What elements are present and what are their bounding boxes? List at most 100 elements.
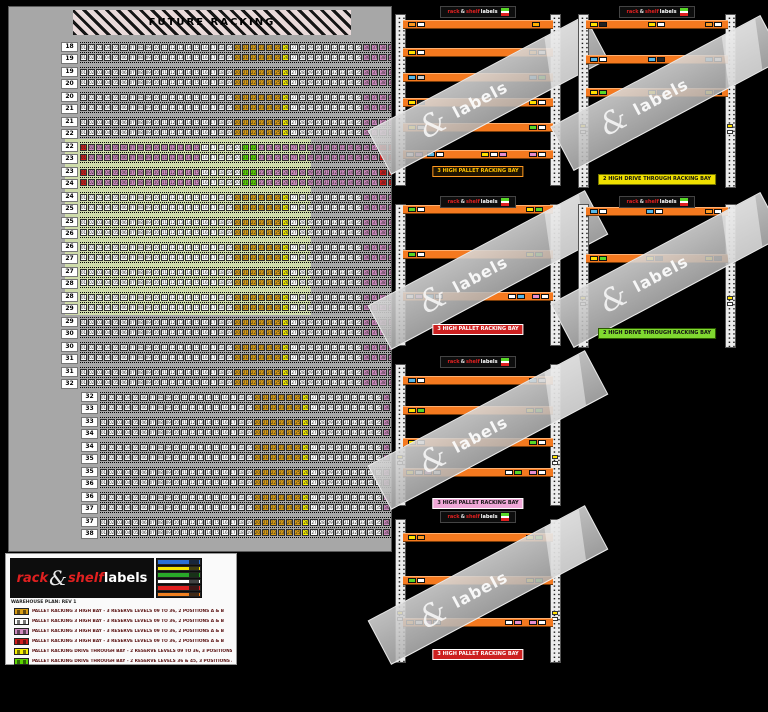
pallet-cell: 20 (233, 154, 241, 161)
pallet-cell: 14 (185, 229, 193, 236)
pallet-cell: 31 (322, 69, 330, 76)
pallet-cell: 02 (88, 69, 96, 76)
pallet-cell: 36 (363, 319, 371, 326)
pallet-cell: 27 (310, 479, 318, 486)
row-number-label: 30 (61, 328, 78, 339)
pallet-cell: 23 (278, 444, 286, 451)
beam-label-chip (505, 620, 513, 625)
pallet-cell: 13 (197, 494, 205, 501)
rack-upright-right (725, 14, 736, 188)
pallet-cell: 04 (104, 104, 112, 111)
pallet-cell: 07 (148, 529, 156, 536)
pallet-cell: 25 (294, 529, 302, 536)
pallet-cell: 34 (347, 379, 355, 386)
pallet-cell: 25 (294, 469, 302, 476)
watermark-word: labels (629, 74, 692, 119)
pallet-cell: 17 (229, 444, 237, 451)
pallet-cell: 24 (266, 344, 274, 351)
pallet-cell: 04 (104, 79, 112, 86)
pallet-cell: 25 (274, 329, 282, 336)
mini-flag-stripe (500, 518, 509, 522)
pallet-cell: 19 (225, 304, 233, 311)
beam-label-chips (648, 22, 666, 27)
pallet-cell: 30 (334, 429, 342, 436)
pallet-cell: 13 (177, 254, 185, 261)
pallet-cell: 12 (169, 179, 177, 186)
pallet-cell: 10 (152, 44, 160, 51)
pallet-cell: 18 (217, 379, 225, 386)
pallet-cell: 11 (180, 479, 189, 486)
row-number-label: 25 (61, 203, 78, 214)
pallet-cell: 01 (80, 229, 88, 236)
pallet-cell: 01 (100, 429, 108, 436)
pallet-cell: 19 (225, 229, 233, 236)
pallet-cell: 04 (104, 244, 112, 251)
pallet-cell: 13 (177, 344, 185, 351)
pallet-cell: 20 (233, 379, 241, 386)
pallet-cell: 29 (306, 354, 314, 361)
beam-label-chips (590, 90, 608, 95)
pallet-cell: 04 (104, 344, 112, 351)
legend-swatch (14, 628, 29, 635)
pallet-cell: 22 (249, 329, 258, 336)
pallet-cell: 02 (88, 129, 96, 136)
row-separator (80, 352, 391, 353)
pallet-cell: 02 (88, 144, 96, 151)
pallet-cell: 37 (371, 104, 379, 111)
pallet-cell: 10 (172, 454, 180, 461)
pallet-cell: 26 (282, 329, 290, 336)
pallet-cell: 11 (160, 369, 169, 376)
color-bar (157, 565, 201, 571)
pallet-cell: 16 (201, 144, 209, 151)
row-number-label: 35 (81, 466, 98, 477)
pallet-cell: 33 (339, 254, 347, 261)
pallet-cell: 25 (274, 379, 282, 386)
pallet-cell: 32 (350, 444, 358, 451)
pallet-cell: 12 (189, 504, 197, 511)
post-tag (727, 302, 733, 306)
row-number-label: 35 (81, 453, 98, 464)
pallet-cell: 11 (160, 44, 169, 51)
pallet-cell: 12 (189, 479, 197, 486)
pallet-cell: 01 (80, 179, 88, 186)
pallet-cell: 04 (104, 279, 112, 286)
pallet-cell: 06 (140, 429, 148, 436)
pallet-cell: 16 (221, 444, 229, 451)
pallet-cell: 07 (128, 69, 136, 76)
pallet-cell: 18 (217, 279, 225, 286)
pallet-cell: 32 (350, 394, 358, 401)
pallet-cell: 22 (249, 344, 258, 351)
pallet-cell: 20 (233, 319, 241, 326)
pallet-cell: 20 (233, 69, 241, 76)
pallet-cell: 18 (237, 519, 245, 526)
pallet-cell: 33 (339, 194, 347, 201)
pallet-cell: 34 (347, 154, 355, 161)
pallet-cell: 15 (193, 204, 201, 211)
pallet-cell: 05 (112, 129, 120, 136)
pallet-cell: 33 (339, 104, 347, 111)
pallet-cell: 18 (217, 194, 225, 201)
beam-label-chip (407, 50, 416, 55)
pallet-cell: 04 (124, 529, 132, 536)
pallet-cell: 02 (88, 279, 96, 286)
pallet-cell: 02 (108, 529, 116, 536)
pallet-cell: 03 (96, 144, 104, 151)
pallet-cell: 19 (225, 244, 233, 251)
pallet-cell: 37 (391, 519, 392, 526)
pallet-cell: 25 (274, 279, 282, 286)
beam-label-chips (529, 440, 546, 445)
pallet-cell: 29 (326, 479, 334, 486)
pallet-cell: 37 (391, 529, 392, 536)
pallet-cell: 29 (306, 254, 314, 261)
pallet-cell: 16 (201, 154, 209, 161)
beam-label-chip (648, 57, 657, 62)
pallet-cell: 27 (290, 229, 298, 236)
pallet-cell: 33 (359, 394, 367, 401)
pallet-cell: 16 (201, 119, 209, 126)
pallet-cell: 16 (201, 379, 209, 386)
pallet-cell: 04 (104, 194, 112, 201)
beam-label-chip (490, 152, 498, 157)
